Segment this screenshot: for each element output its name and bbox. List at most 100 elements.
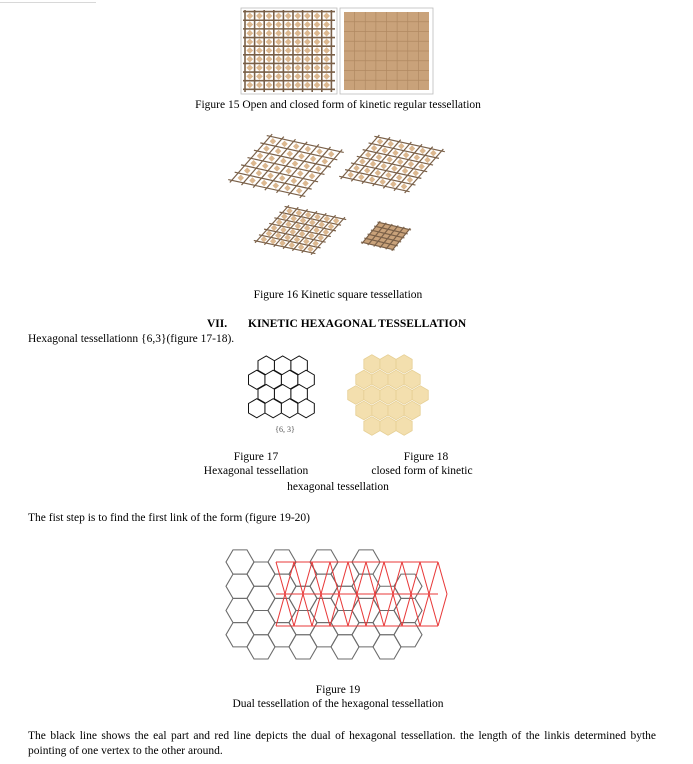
grid-node (385, 171, 392, 179)
grid-node (418, 163, 425, 170)
grid-bar (310, 216, 346, 256)
grid-node (327, 223, 335, 230)
grid-node (391, 165, 398, 172)
grid-node (316, 148, 323, 155)
grid-bar (367, 222, 387, 246)
hexagon (372, 634, 402, 660)
grid-bar (379, 225, 399, 249)
hexagon (280, 398, 299, 419)
dual-line (320, 593, 331, 627)
grid-bar (373, 223, 393, 247)
grid-node (270, 224, 278, 232)
dual-line (329, 561, 340, 595)
grid-node (313, 47, 321, 54)
grid-node (285, 220, 292, 228)
grid-node (269, 137, 277, 145)
grid-node (407, 160, 415, 168)
dual-line (338, 561, 349, 595)
grid-node (419, 147, 426, 155)
dual-line (410, 593, 421, 627)
filled-hexagon (363, 354, 381, 374)
grid-node (303, 162, 310, 170)
grid-node (294, 222, 302, 230)
dual-line (383, 593, 394, 627)
grid-node (313, 38, 321, 46)
grid-node (265, 12, 273, 20)
grid-bar (247, 156, 325, 176)
grid-node (308, 232, 315, 240)
figure-17-caption-line1: Figure 17 (233, 451, 279, 463)
grid-node (412, 169, 419, 177)
hexagon (225, 622, 255, 648)
grid-node (237, 174, 245, 182)
grid-node (267, 172, 274, 179)
filled-hexagon (395, 354, 413, 374)
grid-bar (228, 178, 306, 198)
grid-node (297, 243, 305, 251)
figure-18-caption-line3: hexagonal tessellation (287, 481, 389, 493)
grid-node (284, 234, 291, 241)
grid-bar (276, 143, 320, 194)
grid-node (280, 157, 287, 165)
grid-node (313, 21, 321, 28)
grid-node (290, 177, 298, 185)
grid-bar (350, 162, 422, 179)
dual-line (293, 561, 304, 595)
grid-node (359, 158, 366, 165)
grid-node (353, 164, 360, 172)
dual-line (419, 561, 430, 595)
grid-bar (263, 228, 326, 243)
grid-bar (269, 222, 331, 238)
grid-node (408, 145, 416, 152)
grid-node (275, 232, 282, 239)
grid-bar (382, 143, 423, 189)
grid-bar (391, 227, 411, 252)
dual-line (347, 593, 358, 627)
grid-node (265, 21, 273, 28)
grid-node (290, 215, 297, 222)
dual-line (428, 561, 439, 595)
figure-19-caption-line2: Dual tessellation of the hexagonal tesse… (232, 698, 444, 710)
grid-node (313, 12, 321, 20)
grid-node (304, 47, 311, 54)
dual-line (275, 561, 286, 595)
grid-bar (301, 214, 337, 254)
grid-node (386, 156, 393, 163)
dual-line (410, 561, 421, 595)
grid-node (413, 154, 421, 161)
grid-node (323, 81, 330, 89)
grid-node (243, 167, 251, 174)
grid-bar (377, 221, 412, 231)
closing-paragraph: The black line shows the eal part and re… (28, 730, 656, 757)
grid-node (379, 178, 386, 186)
grid-node (281, 140, 288, 148)
grid-node (286, 150, 294, 157)
hexagon (225, 573, 255, 599)
grid-node (309, 219, 316, 226)
dual-line (401, 561, 412, 595)
hexagon (393, 573, 423, 599)
grid-bar (299, 149, 343, 199)
grid-node (246, 38, 254, 46)
grid-node (281, 213, 288, 220)
grid-node (392, 149, 399, 157)
figure-17-symbol: {6, 3} (275, 425, 295, 434)
grid-node (313, 73, 321, 80)
grid-node (307, 245, 314, 253)
grid-node (268, 155, 275, 162)
grid-node (289, 228, 297, 236)
filled-hexagon (395, 385, 413, 405)
grid-node (246, 21, 254, 28)
grid-node (265, 38, 273, 46)
grid-node (265, 73, 273, 80)
grid-node (297, 170, 304, 177)
grid-node (313, 29, 321, 37)
dual-line (374, 593, 385, 627)
grid-node (302, 180, 309, 187)
dual-line (383, 561, 394, 595)
grid-node (269, 237, 277, 245)
hexagon (264, 398, 282, 419)
section-intro: Hexagonal tessellationn {6,3}(figure 17-… (28, 333, 235, 345)
grid-node (246, 12, 254, 20)
grid-node (313, 226, 320, 234)
